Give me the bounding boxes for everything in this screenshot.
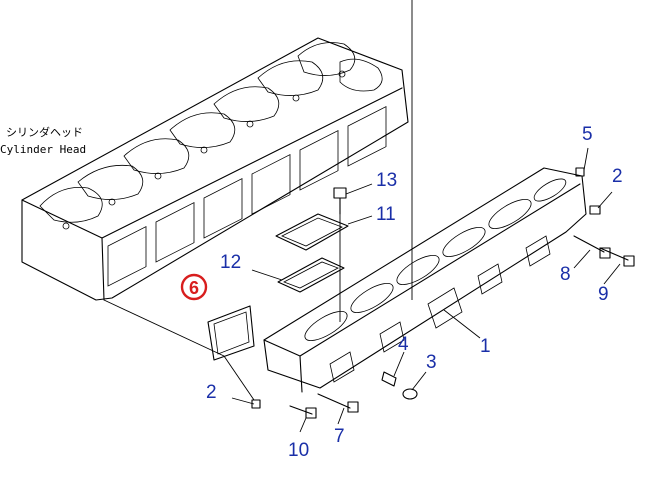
callout-labels: 5 2 13 11 12 8 9 6 1 4 3 2 7 10: [180, 124, 623, 461]
callout-1: 1: [480, 336, 491, 357]
callout-3: 3: [426, 352, 437, 373]
gasket-12: [277, 257, 345, 293]
callout-5: 5: [582, 124, 593, 145]
caption-english: Cylinder Head: [0, 143, 86, 156]
cylinder-head-assembly: [21, 37, 409, 301]
cover-plate-11: [275, 213, 349, 251]
cover-ports: [304, 178, 567, 341]
callout-6-highlight-ring: [180, 273, 208, 301]
head-cover-assembly: [263, 167, 587, 393]
bolt-7: [317, 393, 359, 413]
plug-2-left: [251, 399, 261, 409]
caption-japanese: シリンダヘッド: [6, 125, 83, 139]
callout-6: 6: [189, 278, 199, 298]
pin-4: [381, 371, 397, 387]
callout-2-left: 2: [206, 382, 217, 403]
callout-10: 10: [288, 440, 309, 461]
head-top-bosses: [39, 42, 383, 223]
cover-side-bosses: [329, 235, 551, 383]
leader-lines: [103, 0, 621, 433]
plug-2-right: [589, 205, 601, 215]
callout-2-right: 2: [612, 166, 623, 187]
cylinder-head-caption: シリンダヘッド Cylinder Head: [0, 125, 86, 156]
callout-4: 4: [398, 334, 409, 355]
gasket-6: [207, 305, 255, 361]
bolt-9: [599, 247, 635, 267]
bolt-13: [333, 187, 347, 215]
nut-3: [402, 388, 418, 400]
callout-11: 11: [376, 204, 396, 225]
bolt-10: [289, 405, 317, 419]
callout-13: 13: [376, 170, 397, 191]
bolt-8: [573, 235, 611, 259]
callout-7: 7: [334, 426, 345, 447]
callout-9: 9: [598, 284, 609, 305]
callout-8: 8: [560, 264, 571, 285]
head-side-windows: [107, 106, 387, 287]
callout-12: 12: [220, 252, 241, 273]
head-bolt-holes: [62, 70, 346, 230]
plug-5: [575, 167, 585, 177]
